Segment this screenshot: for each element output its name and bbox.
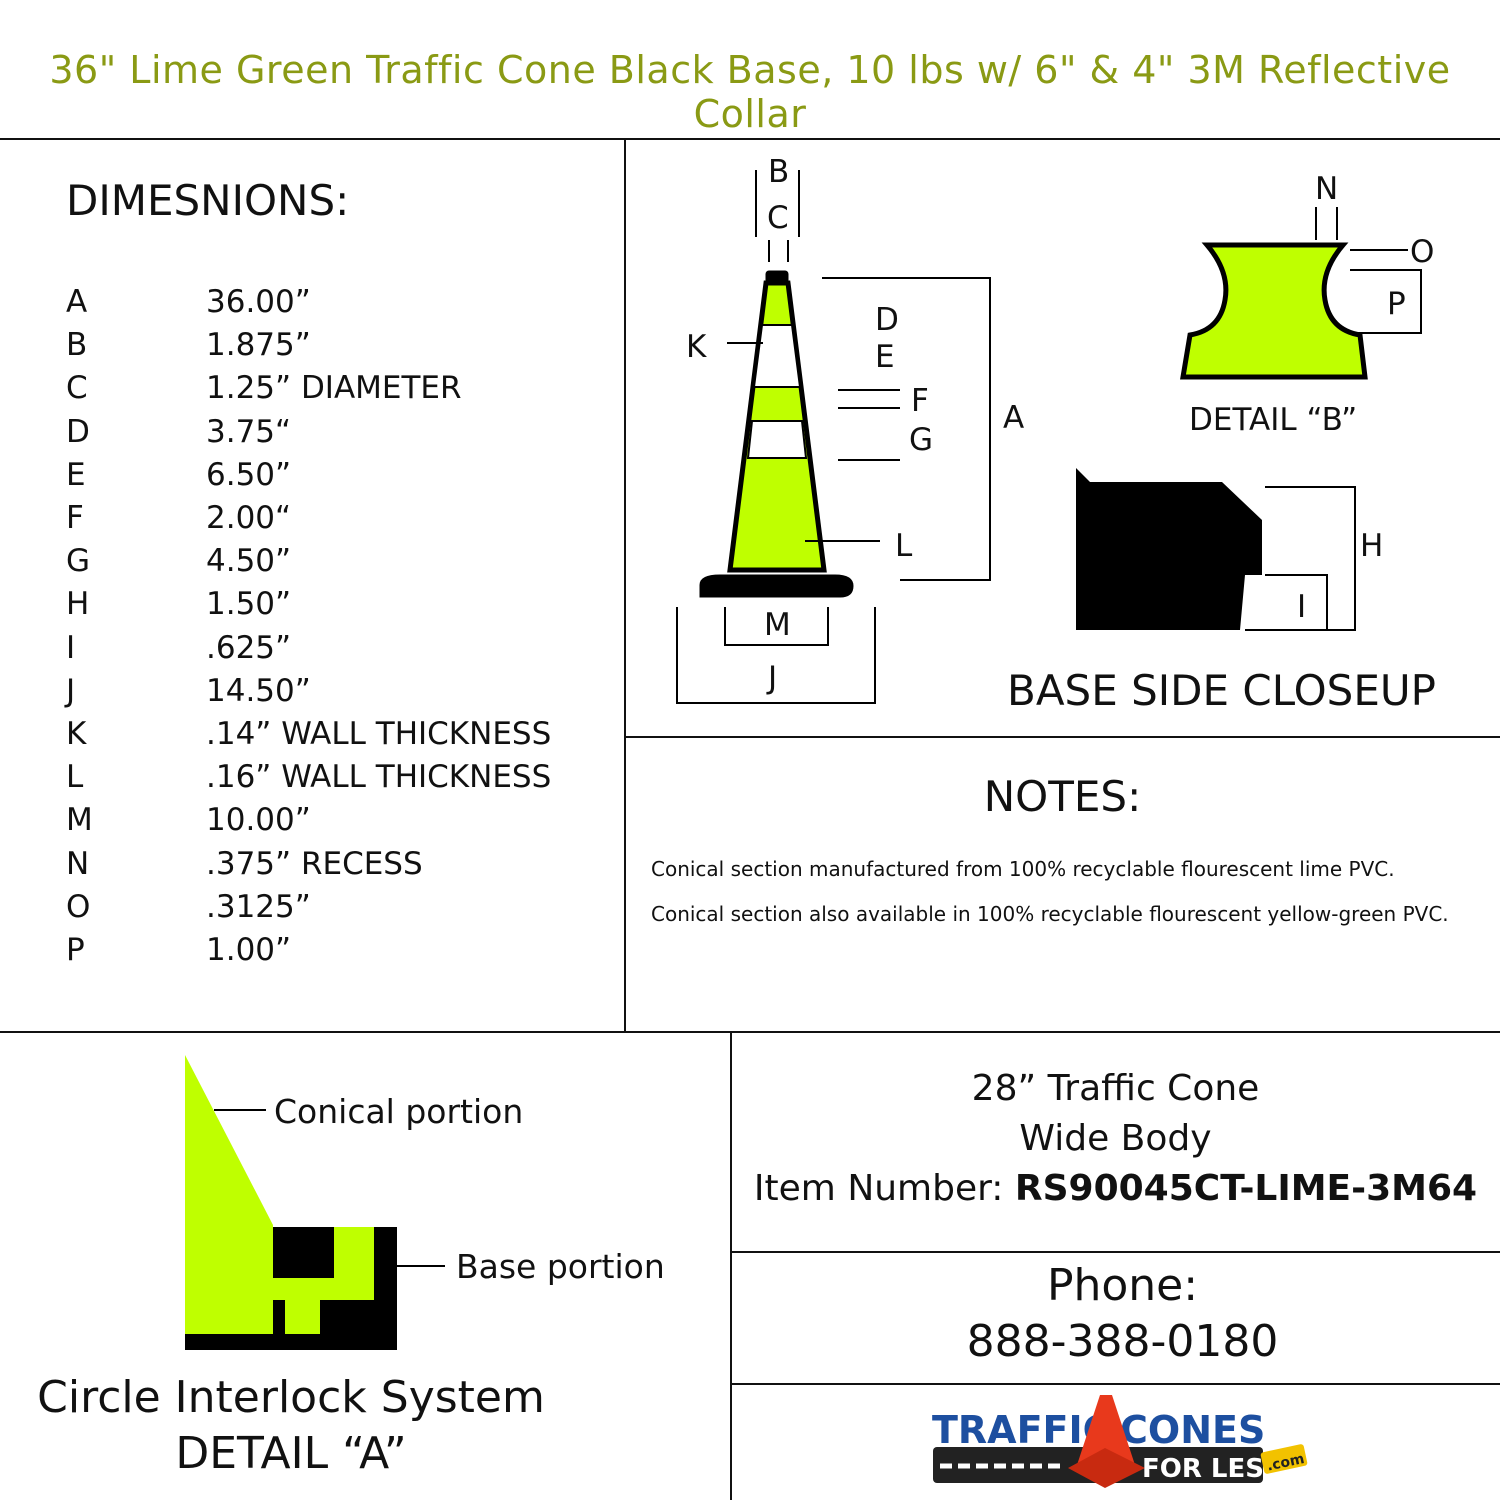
detail-a-subcaption: DETAIL “A” xyxy=(175,1428,407,1479)
page-title: 36" Lime Green Traffic Cone Black Base, … xyxy=(49,48,1451,136)
label-a: A xyxy=(1003,400,1024,436)
phone-number[interactable]: 888-388-0180 xyxy=(966,1316,1279,1367)
dimension-value: .14” WALL THICKNESS xyxy=(206,716,552,752)
dimension-value: .375” RECESS xyxy=(206,845,423,882)
dimension-key: I xyxy=(66,629,76,666)
phone-label: Phone: xyxy=(1046,1260,1199,1311)
dimension-key: G xyxy=(66,543,91,580)
dimension-value: 10.00” xyxy=(206,802,311,839)
label-j: J xyxy=(766,660,777,696)
dimension-key: P xyxy=(66,932,85,968)
label-b: B xyxy=(768,154,789,190)
detail-b-caption: DETAIL “B” xyxy=(1189,402,1357,438)
dimension-value: 14.50” xyxy=(206,672,311,709)
dimension-value: 36.00” xyxy=(206,284,311,320)
dimension-key: O xyxy=(66,888,91,925)
label-h: H xyxy=(1360,528,1383,564)
dimension-key: F xyxy=(66,500,84,536)
label-l: L xyxy=(895,528,913,564)
detail-a-drawing xyxy=(185,1055,445,1350)
dimension-key: D xyxy=(66,413,90,450)
dimension-key: C xyxy=(66,370,88,407)
label-k: K xyxy=(686,329,707,365)
dimension-value: 4.50” xyxy=(206,543,292,580)
divider xyxy=(624,139,626,1033)
detail-b-drawing: N O P DETAIL “B” xyxy=(1180,171,1434,438)
dimension-key: J xyxy=(66,672,76,709)
divider xyxy=(731,1251,1500,1253)
label-g: G xyxy=(909,422,933,458)
base-closeup-drawing: H I BASE SIDE CLOSEUP xyxy=(1007,468,1436,715)
svg-text:.com: .com xyxy=(1266,1451,1306,1475)
dimension-value: .625” xyxy=(206,629,292,666)
dimension-value: .3125” xyxy=(206,888,311,925)
dimension-value: 1.875” xyxy=(206,327,311,364)
label-p: P xyxy=(1387,286,1406,322)
product-variant: Wide Body xyxy=(1019,1118,1212,1159)
label-f: F xyxy=(911,383,929,419)
conical-portion-label: Conical portion xyxy=(274,1092,524,1131)
item-number: Item Number: RS90045CT-LIME-3M64 xyxy=(731,1168,1500,1209)
dimension-key: B xyxy=(66,327,88,364)
dimension-key: K xyxy=(66,716,87,752)
cone-drawing xyxy=(676,170,991,704)
dimension-value: 1.00” xyxy=(206,932,292,968)
svg-text:TRAFFIC: TRAFFIC xyxy=(932,1408,1111,1452)
product-name: 28” Traffic Cone xyxy=(971,1068,1260,1109)
divider xyxy=(625,736,1500,738)
divider xyxy=(0,138,1500,140)
dimension-key: N xyxy=(66,845,90,882)
dimension-value: 3.75“ xyxy=(206,413,292,450)
label-m: M xyxy=(764,607,791,643)
divider xyxy=(0,1031,1500,1033)
dimension-key: A xyxy=(66,284,88,320)
detail-a-caption: Circle Interlock System xyxy=(37,1372,545,1423)
label-e: E xyxy=(875,339,895,375)
dimension-value: 6.50” xyxy=(206,456,292,493)
label-o: O xyxy=(1410,234,1434,270)
label-d: D xyxy=(875,302,899,338)
label-c: C xyxy=(767,200,789,236)
divider xyxy=(731,1383,1500,1385)
cone-logo-icon xyxy=(1077,1395,1135,1465)
company-logo[interactable]: TRAFFIC CONES FOR LESS .com xyxy=(932,1395,1308,1488)
item-number-label: Item Number: xyxy=(753,1168,1015,1209)
note-item: Conical section manufactured from 100% r… xyxy=(651,857,1395,881)
base-portion-label: Base portion xyxy=(456,1247,665,1286)
dimension-value: 2.00“ xyxy=(206,500,292,536)
dimensions-heading: DIMESNIONS: xyxy=(66,176,350,225)
dimension-key: L xyxy=(66,759,84,796)
svg-text:FOR LESS: FOR LESS xyxy=(1142,1454,1282,1484)
label-i: I xyxy=(1297,589,1306,625)
dimension-value: 1.50” xyxy=(206,586,292,623)
notes-heading: NOTES: xyxy=(983,772,1142,821)
divider xyxy=(730,1032,732,1500)
dimension-key: E xyxy=(66,456,86,493)
dimension-value: .16” WALL THICKNESS xyxy=(206,759,552,796)
dimension-key: M xyxy=(66,802,93,839)
dimension-key: H xyxy=(66,586,90,623)
svg-text:CONES: CONES xyxy=(1120,1408,1265,1452)
base-closeup-caption: BASE SIDE CLOSEUP xyxy=(1007,666,1436,715)
note-item: Conical section also available in 100% r… xyxy=(651,902,1449,926)
label-n: N xyxy=(1315,171,1338,207)
dimension-value: 1.25” DIAMETER xyxy=(206,370,462,407)
item-number-value: RS90045CT-LIME-3M64 xyxy=(1014,1168,1478,1209)
